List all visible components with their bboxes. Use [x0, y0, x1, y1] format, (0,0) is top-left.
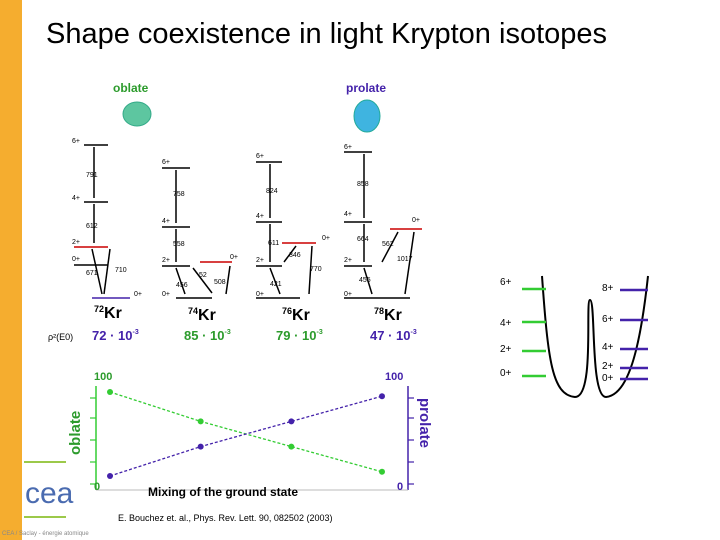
- kr76-label: 76Kr: [282, 306, 310, 324]
- kr74-level-6: 6+: [162, 159, 170, 166]
- prolate-mixing-line: [109, 395, 383, 477]
- prolate-shape-icon: [353, 99, 381, 133]
- well-left-label-4: 4+: [500, 318, 512, 329]
- mixing-left-bottom: 0: [94, 481, 100, 493]
- oblate-mixing-point: [379, 468, 385, 475]
- kr72-transition-1: 791: [86, 172, 98, 179]
- kr74-level-4: 4+: [162, 218, 170, 225]
- kr72-label: 72Kr: [94, 304, 122, 322]
- rho-e0-label: ρ²(E0): [48, 332, 73, 342]
- oblate-mixing-point: [107, 389, 113, 395]
- kr78-transition-3: 562: [382, 241, 394, 248]
- kr72-level-4: 4+: [72, 195, 80, 202]
- orange-side-bar: [0, 0, 22, 540]
- kr72-transition-2: 612: [86, 223, 98, 230]
- level-scheme-kr76: [256, 161, 316, 299]
- level-scheme-kr78: [344, 151, 422, 299]
- kr78-transition-2: 664: [357, 236, 369, 243]
- kr78-transition-4: 1017: [397, 256, 413, 263]
- well-right-label-2: 2+: [602, 361, 614, 372]
- reference-citation: E. Bouchez et. al., Phys. Rev. Lett. 90,…: [118, 513, 332, 523]
- kr74-level-2: 2+: [162, 257, 170, 264]
- oblate-mixing-line: [109, 391, 383, 473]
- kr72-level-0b: 0+: [134, 291, 142, 298]
- mixing-caption: Mixing of the ground state: [148, 485, 298, 499]
- kr74-label: 74Kr: [188, 306, 216, 324]
- copyright-notice: CEA / Saclay - énergie atomique: [2, 531, 89, 537]
- mixing-right-top: 100: [385, 371, 403, 383]
- cea-logo: cea: [24, 461, 74, 518]
- kr74-level-0a: 0+: [162, 291, 170, 298]
- kr74-transition-4: 52: [199, 272, 207, 279]
- well-right-label-6: 6+: [602, 314, 614, 325]
- level-scheme-kr72: [74, 144, 130, 299]
- kr76-transition-3: 346: [289, 252, 301, 259]
- kr72-level-6: 6+: [72, 138, 80, 145]
- kr76-level-6: 6+: [256, 153, 264, 160]
- mixing-prolate-axis-label: prolate: [416, 398, 433, 448]
- kr76-transition-2: 611: [268, 240, 279, 247]
- kr76-level-0b: 0+: [322, 235, 330, 242]
- cea-logo-text: cea: [25, 477, 74, 510]
- oblate-mixing-point: [197, 418, 204, 425]
- kr76-rho-value: 79 · 10-3: [276, 328, 323, 343]
- level-scheme-kr74: [162, 167, 232, 299]
- kr76-transition-1: 824: [266, 188, 278, 195]
- well-left-label-6: 6+: [500, 277, 512, 288]
- kr78-transition-5: 455: [359, 277, 371, 284]
- double-well-curve: [541, 275, 649, 399]
- well-right-label-0: 0+: [602, 373, 614, 384]
- kr72-level-2: 2+: [72, 239, 80, 246]
- slide-title: Shape coexistence in light Krypton isoto…: [46, 18, 608, 50]
- kr78-level-4: 4+: [344, 211, 352, 218]
- mixing-plot: [90, 386, 414, 491]
- kr78-label: 78Kr: [374, 306, 402, 324]
- kr74-transition-1: 758: [173, 191, 185, 198]
- mixing-left-top: 100: [94, 371, 112, 383]
- kr78-transition-1: 858: [357, 181, 369, 188]
- mixing-oblate-axis-label: oblate: [67, 411, 84, 455]
- mixing-right-bottom: 0: [397, 481, 403, 493]
- kr78-level-0b: 0+: [412, 217, 420, 224]
- prolate-mixing-point: [197, 443, 204, 450]
- kr74-level-0b: 0+: [230, 254, 238, 261]
- kr72-transition-4: 710: [115, 267, 127, 274]
- prolate-mixing-point: [288, 418, 295, 425]
- kr74-transition-3: 456: [176, 282, 188, 289]
- well-left-label-2: 2+: [500, 344, 512, 355]
- kr78-rho-value: 47 · 10-3: [370, 328, 417, 343]
- well-right-label-4: 4+: [602, 342, 614, 353]
- kr78-level-0a: 0+: [344, 291, 352, 298]
- oblate-shape-icon: [122, 101, 152, 127]
- kr74-rho-value: 85 · 10-3: [184, 328, 231, 343]
- kr76-transition-4: 770: [310, 266, 322, 273]
- kr76-level-0a: 0+: [256, 291, 264, 298]
- well-right-label-8: 8+: [602, 283, 614, 294]
- kr76-level-2: 2+: [256, 257, 264, 264]
- kr72-level-0a: 0+: [72, 256, 80, 263]
- kr74-transition-2: 558: [173, 241, 185, 248]
- oblate-mixing-point: [288, 443, 295, 450]
- kr76-level-4: 4+: [256, 213, 264, 220]
- kr78-level-6: 6+: [344, 144, 352, 151]
- kr72-transition-3: 671: [86, 270, 98, 277]
- kr72-rho-value: 72 · 10-3: [92, 328, 139, 343]
- prolate-shape-label: prolate: [346, 81, 386, 95]
- prolate-mixing-point: [107, 473, 113, 479]
- kr76-transition-5: 421: [270, 281, 282, 288]
- well-left-label-0: 0+: [500, 368, 512, 379]
- kr78-level-2: 2+: [344, 257, 352, 264]
- oblate-shape-label: oblate: [113, 81, 149, 95]
- prolate-mixing-point: [379, 393, 385, 400]
- kr74-transition-5: 508: [214, 279, 226, 286]
